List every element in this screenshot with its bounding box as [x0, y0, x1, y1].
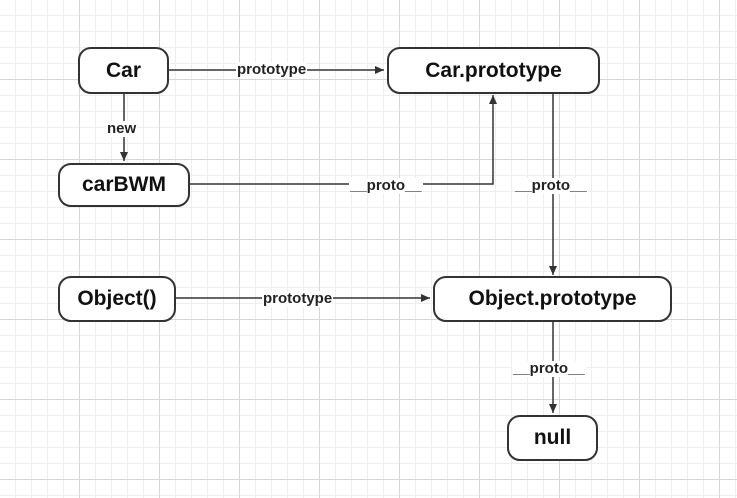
edge-label-carbwm-proto: __proto__: [349, 177, 423, 194]
edge-label-object-prototype: prototype: [262, 290, 334, 307]
null-node[interactable]: null: [507, 415, 598, 461]
edge-label-car-prototype-proto: __proto__: [514, 177, 588, 194]
object-prototype-node[interactable]: Object.prototype: [433, 276, 672, 322]
edge-label-object-prototype-proto: __proto__: [512, 360, 586, 377]
edge-label-new: new: [106, 120, 138, 137]
car-prototype-node[interactable]: Car.prototype: [387, 47, 600, 94]
car-node[interactable]: Car: [78, 47, 169, 94]
edge-label-car-prototype: prototype: [236, 61, 308, 78]
object-constructor-node[interactable]: Object(): [58, 276, 176, 322]
edge-carbwm-proto: [190, 95, 497, 185]
carbwm-node[interactable]: carBWM: [58, 163, 190, 207]
